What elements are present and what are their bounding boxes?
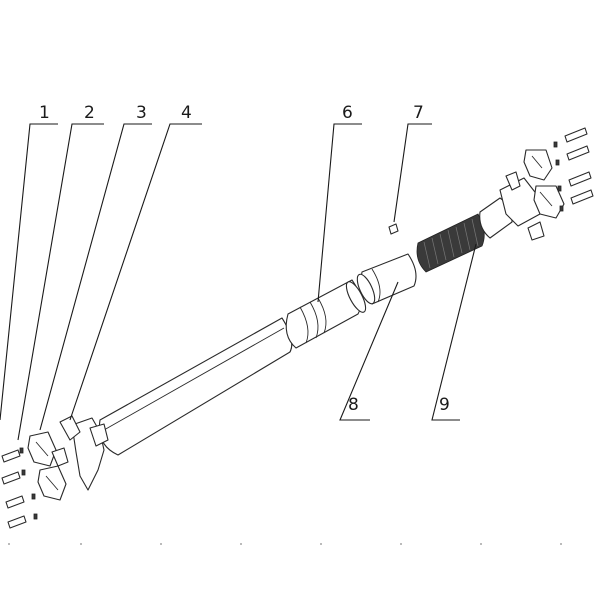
leader-8 <box>339 281 399 421</box>
leader-3 <box>39 123 152 431</box>
callout-3: 3 <box>136 103 147 123</box>
right-bolts <box>553 127 594 212</box>
callout-labels: 1 2 3 4 6 7 8 9 <box>39 103 450 415</box>
splined-shaft-part-9 <box>416 213 485 273</box>
leader-lines <box>0 123 477 441</box>
driveshaft-tube <box>98 317 293 456</box>
callout-7: 7 <box>413 103 424 123</box>
callout-1: 1 <box>39 103 50 123</box>
leader-1 <box>0 123 58 421</box>
callout-6: 6 <box>342 103 353 123</box>
sleeve-part-8 <box>356 253 417 305</box>
leader-4 <box>69 123 202 421</box>
leader-6 <box>317 123 362 303</box>
right-yoke-assembly <box>479 149 565 241</box>
callout-4: 4 <box>181 103 192 123</box>
leader-7 <box>393 123 432 223</box>
left-bolts <box>1 447 38 529</box>
slip-sleeve-part-6 <box>285 279 367 349</box>
left-yoke-assembly <box>27 415 109 501</box>
callout-2: 2 <box>84 103 95 123</box>
callout-9: 9 <box>439 395 450 415</box>
leader-2 <box>17 123 104 441</box>
grease-fitting-part-7 <box>388 223 399 235</box>
callout-8: 8 <box>348 395 359 415</box>
leader-9 <box>431 243 477 421</box>
bottom-edge-marks <box>8 543 562 545</box>
